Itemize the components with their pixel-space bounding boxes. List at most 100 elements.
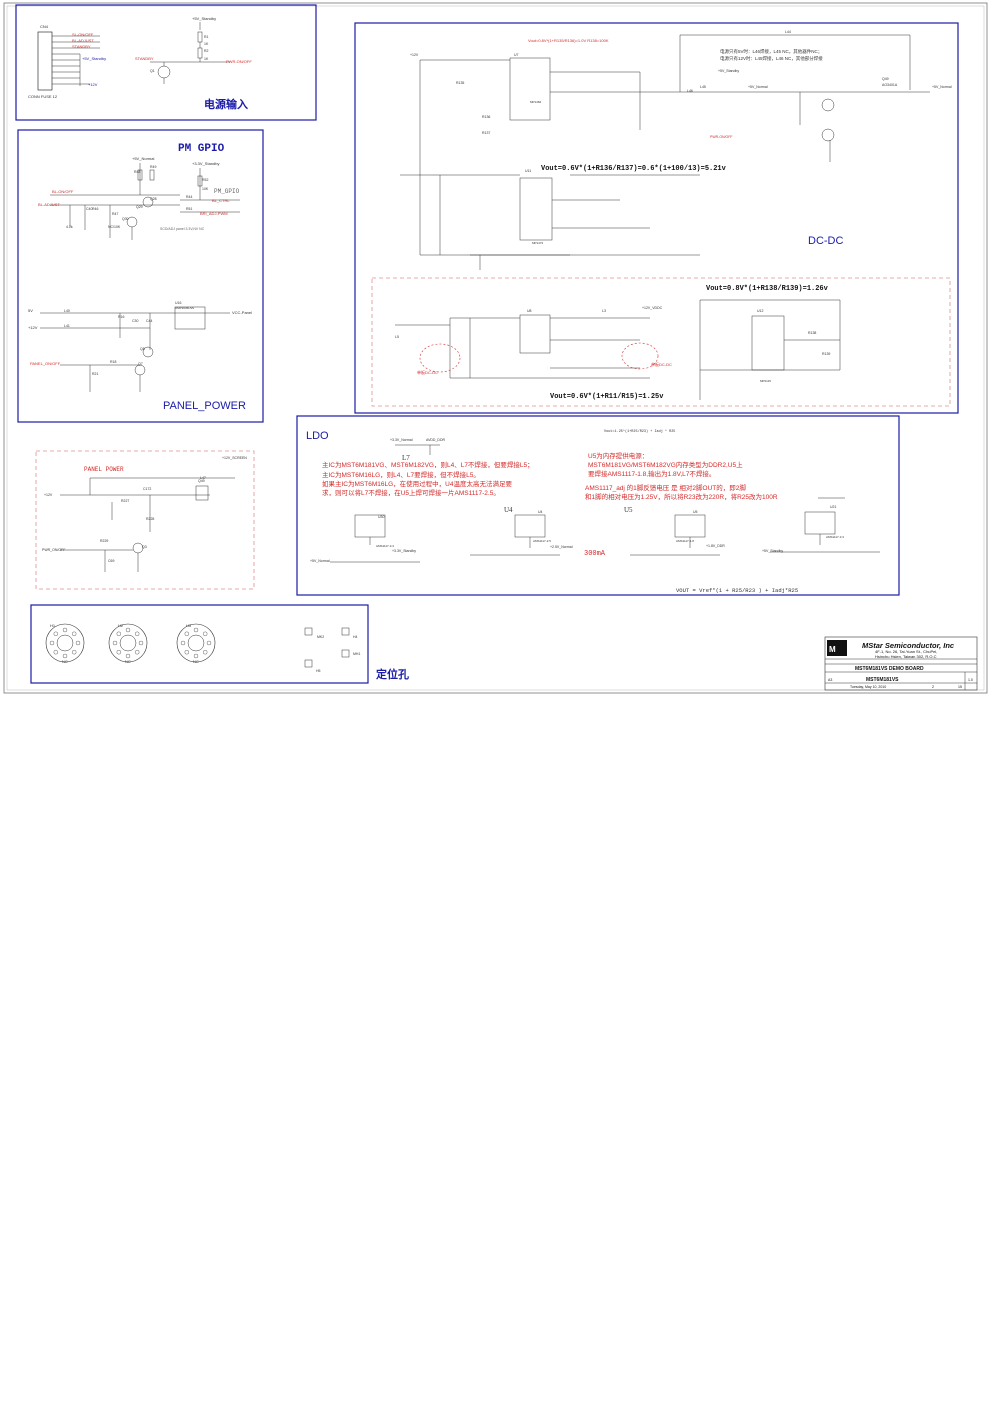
hole-pin — [116, 631, 122, 637]
part-ref: 10K — [202, 187, 209, 191]
mounting-holes-block: H1 H2 H3 NC NC NC MK2 H4 MH1 H5 定位孔 — [30, 604, 409, 684]
part-ref: Q49 — [882, 77, 889, 81]
current-note: 300mA — [584, 550, 606, 558]
nc-label: NC — [62, 659, 68, 664]
part-ref: Q3 — [142, 545, 147, 549]
rail-label: +12V_SCREEN — [222, 456, 247, 460]
hole-pin — [71, 649, 77, 655]
nc-label: NC — [193, 659, 199, 664]
part-ref: R48 — [134, 170, 140, 174]
rail-label: +5V_Normal — [310, 559, 330, 563]
part-ref: U30 — [378, 515, 384, 519]
hole-h3 — [176, 623, 216, 663]
tag: 单板DC-DC — [417, 369, 438, 375]
hole-pin — [75, 640, 81, 646]
formula: Vout=0.8V*(1+R138/R139)=1.26v — [706, 285, 829, 293]
part-ref: C40 — [86, 207, 92, 211]
ldo-note: 主IC为MST6M181VG、MST6M182VG，则L4、L7不焊接，但要焊接… — [322, 460, 534, 469]
part-ref: R228 — [146, 517, 154, 521]
part-ref: R18 — [110, 360, 116, 364]
section-title: PM GPIO — [178, 143, 225, 155]
part-ref: AMS1117-1.8 — [676, 539, 694, 543]
address: 4F-1, No. 26, Tai-Yuan St., ChuPei, — [875, 649, 937, 654]
hole-ref: MK2 — [317, 635, 324, 639]
signal-label: BL_CTRL — [212, 198, 230, 203]
signal-label: STANDBY — [135, 56, 154, 61]
hole-pin — [116, 649, 122, 655]
part-ref: MP1472 — [532, 241, 544, 245]
hole-pin — [62, 627, 68, 633]
part-ref: L41 — [64, 324, 70, 328]
hole-pin — [62, 653, 68, 659]
date: Tuesday, May 10, 2010 — [850, 685, 886, 689]
tag: 单板DC-DC — [651, 361, 672, 367]
hole-pin — [193, 627, 199, 633]
hole-pin — [202, 631, 208, 637]
part-ref: R49 — [150, 165, 156, 169]
rail-label: +12V — [44, 493, 53, 497]
part-ref: R52 — [202, 178, 208, 182]
title-block: M MStar Semiconductor, Inc 4F-1, No. 26,… — [824, 636, 978, 691]
hole-h2 — [108, 623, 148, 663]
ldo-note: MST6M181VG/MST6M182VG内存类型为DDR2,U5上 — [588, 460, 743, 469]
rail-label: +5V_Standby — [718, 69, 739, 73]
section-title: LDO — [306, 430, 329, 442]
inner-frame — [6, 5, 985, 691]
formula: Vout=0.6V*(1+R136/R137)=0.6*(1+100/13)=5… — [541, 165, 727, 173]
part-ref: U16 — [175, 301, 181, 305]
part-ref: L5 — [395, 335, 399, 339]
hole-pin — [125, 627, 131, 633]
rail-label: +3.3V_Standby — [392, 549, 416, 553]
part-ref: AMS1117-3.3 — [376, 544, 394, 548]
signal-label: BRI_ADJ-PWM — [200, 211, 228, 216]
part-ref: R21 — [92, 372, 98, 376]
part-ref: U8 — [527, 309, 532, 313]
part-ref: C44 — [146, 319, 152, 323]
part-ref: L44 — [785, 30, 791, 34]
hole-ref: H2 — [118, 623, 124, 628]
section-title: DC-DC — [808, 235, 843, 247]
part-ref: AO3401A — [882, 83, 898, 87]
rail-label: AVDD_DDR — [426, 438, 445, 442]
panel-power-dashed-block: PANEL POWER +12V +12V_SCREEN PWR_ON/OFF … — [35, 450, 255, 590]
part-ref: R51 — [186, 207, 192, 211]
part-ref: Q30 — [122, 217, 129, 221]
rail-label: +5V_Normal — [932, 85, 952, 89]
hole-pin — [138, 640, 144, 646]
part-ref: L46 — [687, 89, 693, 93]
part-ref: R1 — [204, 35, 209, 39]
rail-label: +3.3V_Standby — [192, 161, 219, 166]
part-ref: MP2115 — [760, 379, 771, 383]
hole-pin — [206, 640, 212, 646]
hole-ref: H5 — [316, 669, 321, 673]
part-ref: Q7 — [138, 362, 143, 366]
part-ref: R137 — [482, 131, 490, 135]
ldo-note: 如果主IC为MST6M16LG，在使用过程中，U4温度太高无法满足要 — [322, 479, 512, 488]
signal-label: BL-ADJUST — [38, 202, 60, 207]
power-input-block: SL-ON/OFF BL-ADJUST STANDBY +5V_Standby … — [15, 4, 317, 121]
part-ref: R2 — [204, 49, 209, 53]
ldo-label: U5 — [624, 506, 633, 514]
part-ref: R46 — [92, 207, 98, 211]
hole-pin — [134, 631, 140, 637]
ldo-note: U5为内存提供电源： — [588, 451, 648, 460]
schematic-svg: SL-ON/OFF BL-ADJUST STANDBY +5V_Standby … — [3, 2, 988, 694]
sheet-total: 15 — [958, 685, 962, 689]
part-ref: U7 — [514, 53, 519, 57]
dcdc-note: 电源只有5V时：L46焊接，L45 NC，其他器件NC； — [720, 48, 822, 55]
part-ref: R135 — [456, 81, 464, 85]
rail-label: PWR_ON/OFF — [42, 548, 65, 552]
part-ref: R136 — [482, 115, 490, 119]
hole-pin — [49, 640, 55, 646]
part-ref: NC/10K — [108, 225, 121, 229]
rail-label: +5V_Normal — [748, 85, 768, 89]
hole-pin — [193, 653, 199, 659]
hole-ref: H1 — [50, 623, 56, 628]
revision: 1.0 — [968, 678, 973, 682]
part-ref: 4.7k — [66, 225, 73, 229]
connector-ref: CN4 — [40, 24, 49, 29]
ic-part: DMP3035LSS — [175, 306, 194, 310]
part-ref: L3 — [602, 309, 606, 313]
nc-label: NC — [125, 659, 131, 664]
part-ref: R227 — [121, 499, 129, 503]
